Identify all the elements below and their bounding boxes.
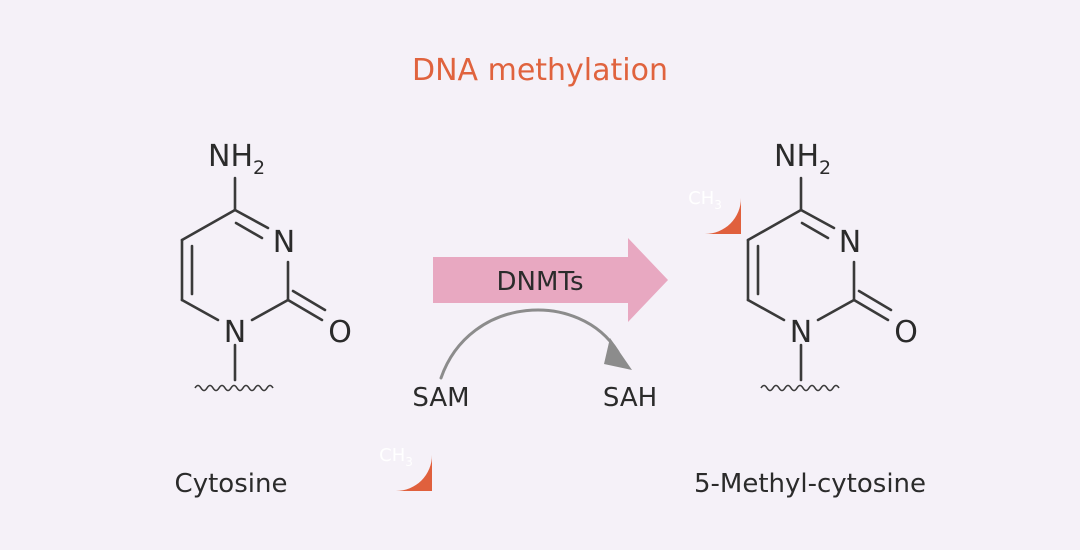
ring-nitrogen-bottom: N (224, 315, 246, 350)
sugar-wavy-line (194, 384, 274, 392)
sam-to-sah-curved-arrow (439, 308, 632, 380)
carbonyl-oxygen: O (328, 315, 352, 350)
svg-text:CH3: CH3 (688, 188, 722, 212)
methylcytosine-label: 5-Methyl-cytosine (694, 469, 926, 499)
sugar-wavy-line (760, 384, 840, 392)
bond-n3-c4-double (800, 221, 830, 240)
bond-c2-o-double (857, 289, 893, 312)
bond-n3-c4 (233, 208, 270, 230)
bond-c2-o-double (291, 289, 327, 312)
dnmts-arrow: DNMTs (433, 238, 668, 322)
amine-label: NH2 (774, 139, 831, 179)
ring-nitrogen-top: N (839, 225, 861, 260)
bond-n3-c4 (799, 208, 836, 230)
carbonyl-oxygen: O (894, 315, 918, 350)
cytosine-structure: NH2 N N O (180, 139, 352, 392)
sam-label: SAM (412, 383, 469, 413)
bond-c2-o (852, 298, 890, 322)
ring-nitrogen-bottom: N (790, 315, 812, 350)
bond-n3-c4-double (234, 221, 264, 240)
bond-n1-c2 (816, 298, 856, 322)
bond-c6-n1 (180, 298, 220, 322)
ring-nitrogen-top: N (273, 225, 295, 260)
bond-c4-c5 (180, 208, 237, 242)
bond-c6-n1 (746, 298, 786, 322)
methylcytosine-structure: NH2 N N O (746, 139, 918, 392)
bond-n1-c2 (250, 298, 290, 322)
methyl-drop-sam: CH3 (360, 419, 432, 491)
svg-text:CH3: CH3 (379, 445, 413, 469)
cytosine-label: Cytosine (175, 469, 288, 499)
methyl-drop-attached: CH3 (669, 162, 741, 234)
enzyme-label: DNMTs (496, 267, 583, 297)
bond-c2-o (286, 298, 324, 322)
sah-label: SAH (603, 383, 657, 413)
bond-c4-c5 (746, 208, 803, 242)
diagram-title: DNA methylation (412, 53, 668, 88)
amine-label: NH2 (208, 139, 265, 179)
